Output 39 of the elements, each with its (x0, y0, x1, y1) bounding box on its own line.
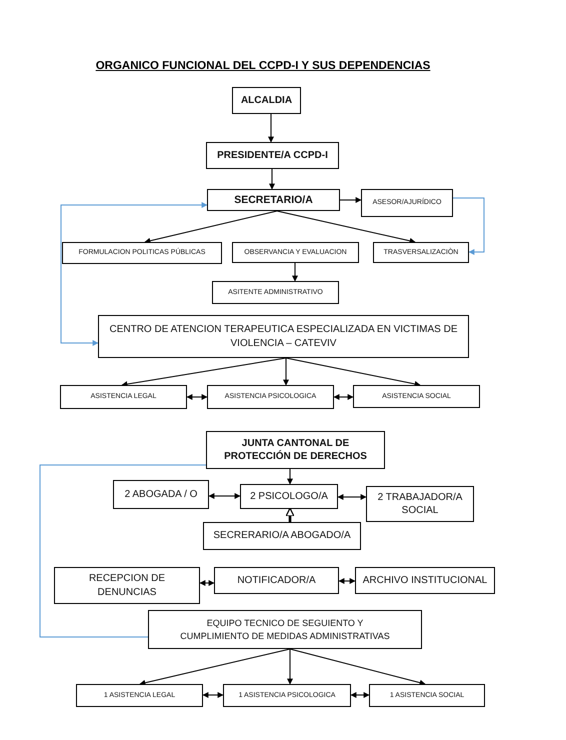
arrow (290, 648, 426, 686)
org-box: NOTIFICADOR/A (214, 567, 339, 594)
arrow (333, 394, 354, 400)
arrow (268, 114, 274, 143)
org-box: ARCHIVO INSTITUCIONAL (355, 567, 495, 594)
org-box: SECRETARIO/A (207, 189, 340, 211)
arrow (269, 168, 275, 190)
arrow (340, 197, 362, 203)
arrow (60, 202, 208, 346)
org-box: 2 TRABAJADOR/A SOCIAL (366, 486, 474, 522)
org-box: RECEPCION DE DENUNCIAS (54, 567, 200, 604)
org-box: CENTRO DE ATENCION TERAPEUTICA ESPECIALIZADA EN VICTIMAS DE VIOLENCIA – CATEVIV (98, 315, 469, 358)
arrow (287, 648, 293, 685)
chart-title: ORGANICO FUNCIONAL DEL CCPD-I Y SUS DEPENDENCIAS (94, 60, 432, 72)
arrow (283, 358, 289, 386)
arrow (286, 358, 421, 387)
arrow (199, 580, 215, 586)
org-box: EQUIPO TECNICO DE SEGUIENTO Y CUMPLIMIENTO DE MEDIDAS ADMINISTRATIVAS (148, 610, 422, 649)
arrow (121, 358, 286, 388)
org-box: PRESIDENTE/A CCPD-I (206, 142, 339, 169)
org-box: SECRERARIO/A ABOGADO/A (203, 522, 361, 550)
org-box: JUNTA CANTONAL DE PROTECCIÓN DE DERECHOS (206, 431, 385, 469)
arrow (144, 210, 278, 244)
arrow (186, 394, 208, 400)
arrow (337, 494, 367, 500)
org-box: 2 ABOGADA / O (113, 480, 209, 509)
arrow (286, 508, 294, 522)
arrow (208, 493, 241, 499)
arrow (452, 198, 484, 255)
arrow (350, 692, 370, 698)
org-box: 2 PSICOLOGO/A (240, 484, 338, 509)
arrow (202, 692, 224, 698)
org-box: ALCALDIA (232, 87, 301, 114)
arrow (292, 262, 298, 282)
arrow (276, 210, 416, 244)
arrow (338, 578, 356, 584)
arrow (139, 648, 290, 686)
arrow (287, 468, 293, 485)
connector-line (40, 464, 206, 638)
